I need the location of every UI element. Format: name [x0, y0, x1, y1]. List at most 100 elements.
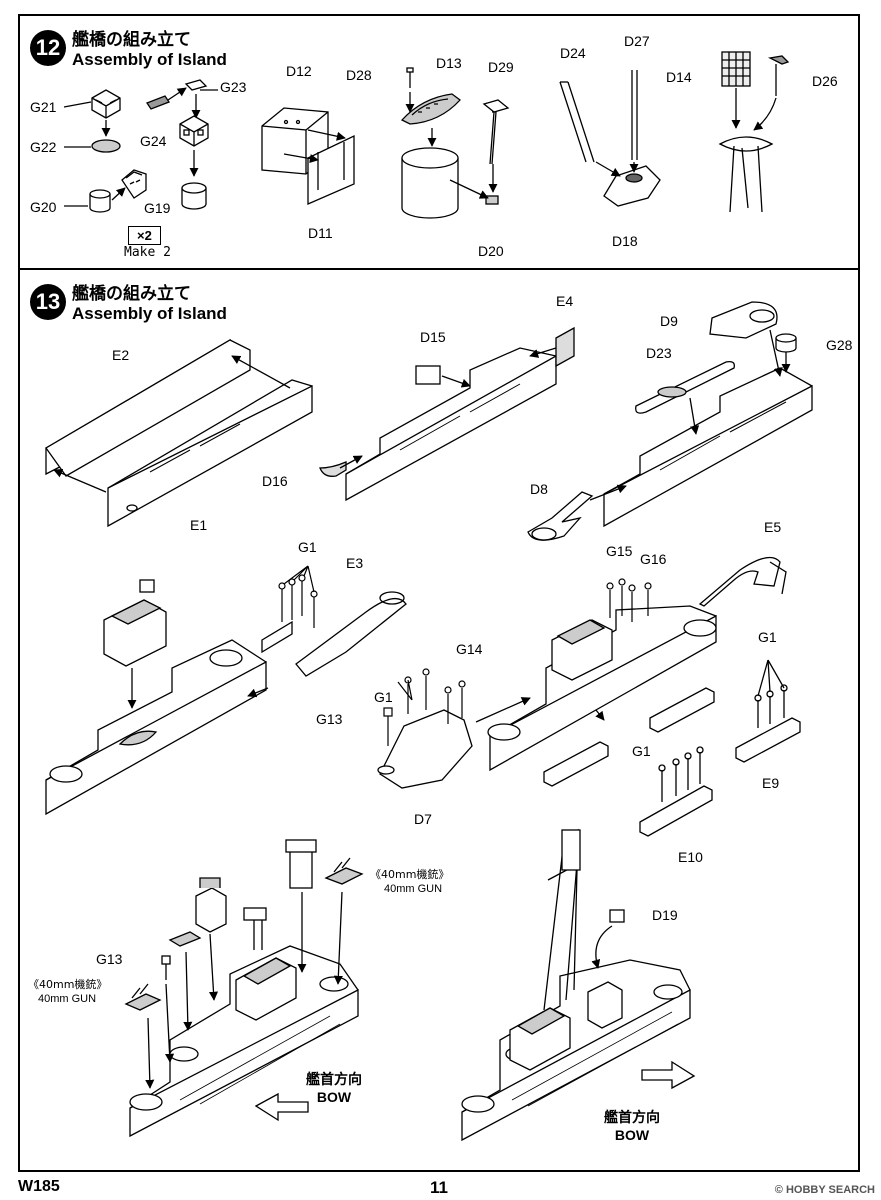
- label-d24: D24: [560, 45, 586, 61]
- label-g28: G28: [826, 337, 853, 353]
- part-40mm-gun-top: [324, 857, 364, 885]
- part-g-block: [179, 115, 209, 147]
- label-g1-a: G1: [298, 539, 317, 555]
- part-d13: [400, 93, 461, 125]
- bow-en-right: BOW: [614, 1127, 650, 1143]
- label-d29: D29: [488, 59, 514, 75]
- label-e1: E1: [190, 517, 208, 533]
- part-d28: [406, 67, 414, 73]
- part-g1-group-a: [278, 565, 318, 628]
- watermark: © HOBBY SEARCH: [774, 1184, 875, 1196]
- part-tripod-mast: [543, 828, 581, 1011]
- part-e1: [107, 379, 313, 528]
- multiplier-badge: ×2: [128, 226, 161, 245]
- part-d23: [635, 360, 735, 414]
- step-12-header: 12 艦橋の組み立て Assembly of Island: [30, 30, 227, 70]
- label-e3: E3: [346, 555, 364, 571]
- hull-assembly-5: [487, 605, 717, 772]
- label-d27: D27: [624, 33, 650, 49]
- part-g23: [184, 79, 208, 91]
- part-e4: [555, 326, 575, 368]
- label-d9: D9: [660, 313, 678, 329]
- model-code: W185: [18, 1178, 60, 1195]
- part-d15: [415, 365, 441, 385]
- part-d8: [527, 491, 594, 541]
- label-g20: G20: [30, 199, 57, 215]
- label-d28: D28: [346, 67, 372, 83]
- label-e5: E5: [764, 519, 782, 535]
- label-d7: D7: [414, 811, 432, 827]
- part-d14: [721, 51, 751, 87]
- step-13-title-jp: 艦橋の組み立て: [72, 284, 191, 304]
- part-cylinder: [181, 188, 207, 210]
- part-g20-g19: [89, 169, 147, 213]
- label-g1-b: G1: [374, 689, 393, 705]
- hull-assembly-2: [345, 347, 557, 502]
- label-e4: E4: [556, 293, 574, 309]
- label-g14: G14: [456, 641, 483, 657]
- part-d24: [559, 81, 595, 163]
- label-d18: D18: [612, 233, 638, 249]
- step-13-header: 13 艦橋の組み立て Assembly of Island: [30, 284, 227, 324]
- page-number: 11: [430, 1178, 448, 1197]
- gun-note-en-top: 40mm GUN: [384, 883, 443, 895]
- label-g15: G15: [606, 543, 633, 559]
- part-g24: [146, 95, 170, 110]
- step-12-title-en: Assembly of Island: [72, 50, 227, 69]
- part-g21: [91, 89, 121, 119]
- part-d20: [485, 195, 499, 205]
- label-g21: G21: [30, 99, 57, 115]
- label-d11: D11: [308, 225, 333, 241]
- part-g15-g16: [606, 578, 652, 622]
- part-e5: [698, 556, 787, 607]
- step-number-12: 12: [30, 30, 66, 66]
- label-d16: D16: [262, 473, 288, 489]
- label-g24: G24: [140, 133, 167, 149]
- label-d19: D19: [652, 907, 678, 923]
- part-superstructure: [103, 579, 167, 667]
- part-d27: [631, 70, 638, 160]
- part-gun-mount-left: [168, 931, 202, 947]
- label-e9: E9: [762, 775, 780, 791]
- bow-label-left: 艦首方向 BOW: [306, 1072, 362, 1106]
- bow-jp-right: 艦首方向: [604, 1110, 660, 1126]
- part-d29: [482, 99, 510, 165]
- label-g13-a: G13: [316, 711, 343, 727]
- label-g1-c: G1: [758, 629, 777, 645]
- part-mast-base: [718, 136, 774, 213]
- label-d15: D15: [420, 329, 446, 345]
- make-note: Make 2: [124, 245, 171, 260]
- label-g13-b: G13: [96, 951, 123, 967]
- label-g19: G19: [144, 200, 171, 216]
- hull-assembly-final-left: [129, 907, 359, 1138]
- hull-assembly-final-right: [461, 959, 691, 1142]
- bow-label-right: 艦首方向 BOW: [604, 1110, 660, 1144]
- step-12-title-jp: 艦橋の組み立て: [72, 30, 191, 50]
- part-e-strip-2: [543, 741, 609, 787]
- part-funnel: [285, 839, 317, 889]
- step-number-13: 13: [30, 284, 66, 320]
- label-d13: D13: [436, 55, 462, 71]
- gun-note-jp-top: 《40mm機銃》: [370, 868, 450, 881]
- part-d26: [767, 55, 790, 96]
- part-g14-g1-group: [383, 668, 466, 746]
- label-d20: D20: [478, 243, 504, 259]
- bow-jp-left: 艦首方向: [306, 1072, 362, 1088]
- label-g16: G16: [640, 551, 667, 567]
- part-e-strip-1: [649, 687, 715, 733]
- label-e2: E2: [112, 347, 130, 363]
- part-g22: [91, 139, 121, 153]
- bow-arrow-left: [254, 1092, 309, 1122]
- gun-note-en-left: 40mm GUN: [38, 993, 97, 1005]
- part-d16: [319, 461, 347, 477]
- bow-en-left: BOW: [316, 1089, 352, 1105]
- part-40mm-gun-left: [124, 983, 162, 1011]
- part-g13-left: [161, 955, 171, 980]
- bow-arrow-right: [641, 1060, 696, 1090]
- part-e3: [261, 591, 407, 677]
- part-e10: [639, 746, 713, 837]
- label-g1-d: G1: [632, 743, 651, 759]
- part-box-hull: [401, 147, 459, 219]
- hull-assembly-4: [45, 639, 267, 816]
